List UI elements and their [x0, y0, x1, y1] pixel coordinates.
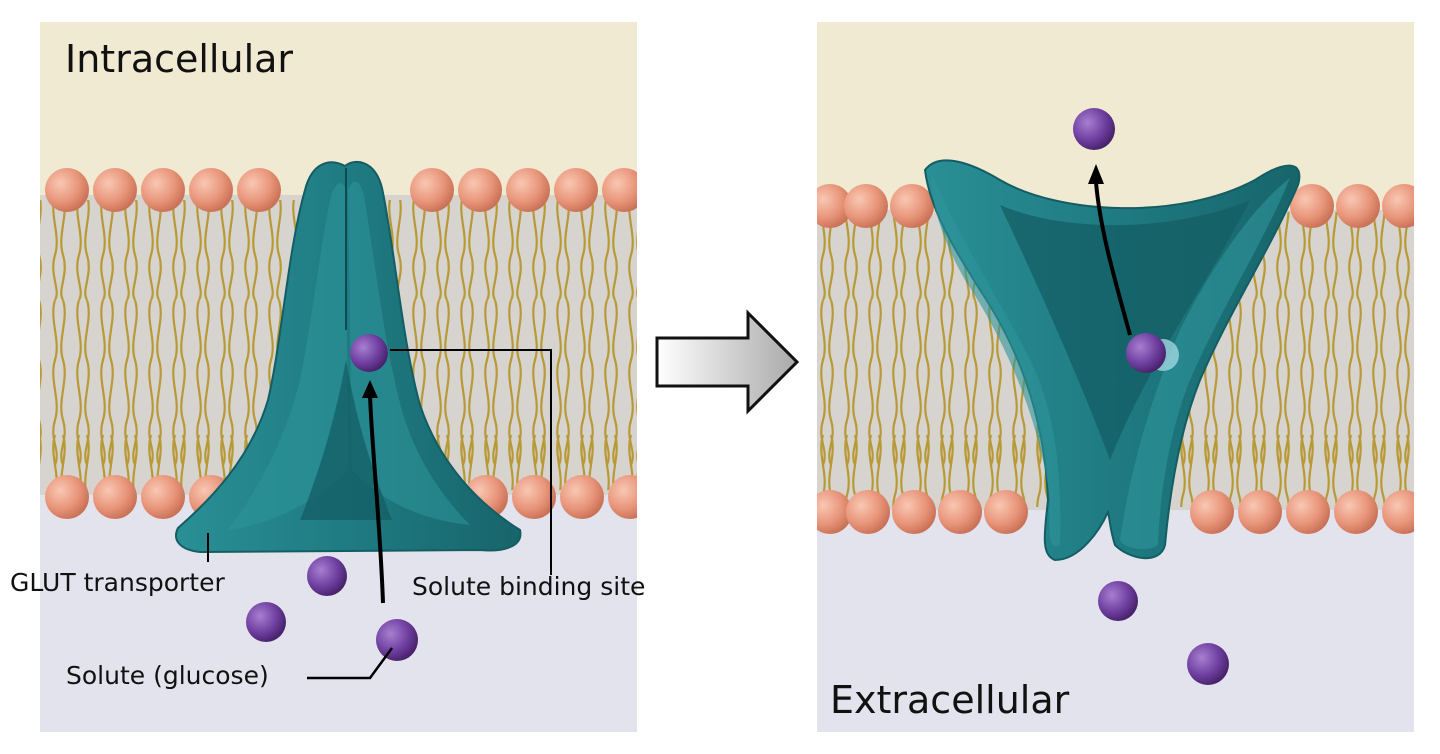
- solute-molecule: [1126, 333, 1166, 373]
- glut-transporter-label: GLUT transporter: [10, 568, 225, 597]
- lipid-heads-top: [817, 184, 1414, 228]
- glut-transporter-shape: [175, 161, 522, 554]
- solute-glucose-label: Solute (glucose): [66, 661, 269, 690]
- solute-molecule: [1187, 643, 1229, 685]
- extracellular-label: Extracellular: [830, 678, 1070, 722]
- solute-molecule: [246, 602, 286, 642]
- left-panel: [40, 22, 637, 732]
- arrow-right-icon: [655, 309, 800, 415]
- solute-molecule: [1073, 108, 1115, 150]
- intracellular-label: Intracellular: [65, 37, 294, 81]
- glut-transporter-shape: [923, 159, 1301, 562]
- solute-path-arrow: [1094, 181, 1132, 336]
- lipid-heads-top: [45, 168, 637, 212]
- arrowhead: [362, 380, 378, 398]
- lipid-heads-bottom: [817, 490, 1414, 534]
- arrowhead: [1088, 164, 1104, 184]
- solute-molecule: [350, 334, 388, 372]
- right-panel: [817, 22, 1414, 732]
- solute-molecule: [307, 556, 347, 596]
- solute-molecule: [1098, 581, 1138, 621]
- extracellular-region: [817, 510, 1414, 732]
- solute-molecule: [376, 619, 418, 661]
- solute-path-arrow: [368, 394, 385, 604]
- binding-site-leader: [390, 349, 552, 575]
- solute-binding-site-label: Solute binding site: [412, 572, 646, 601]
- solute-leader: [307, 647, 394, 680]
